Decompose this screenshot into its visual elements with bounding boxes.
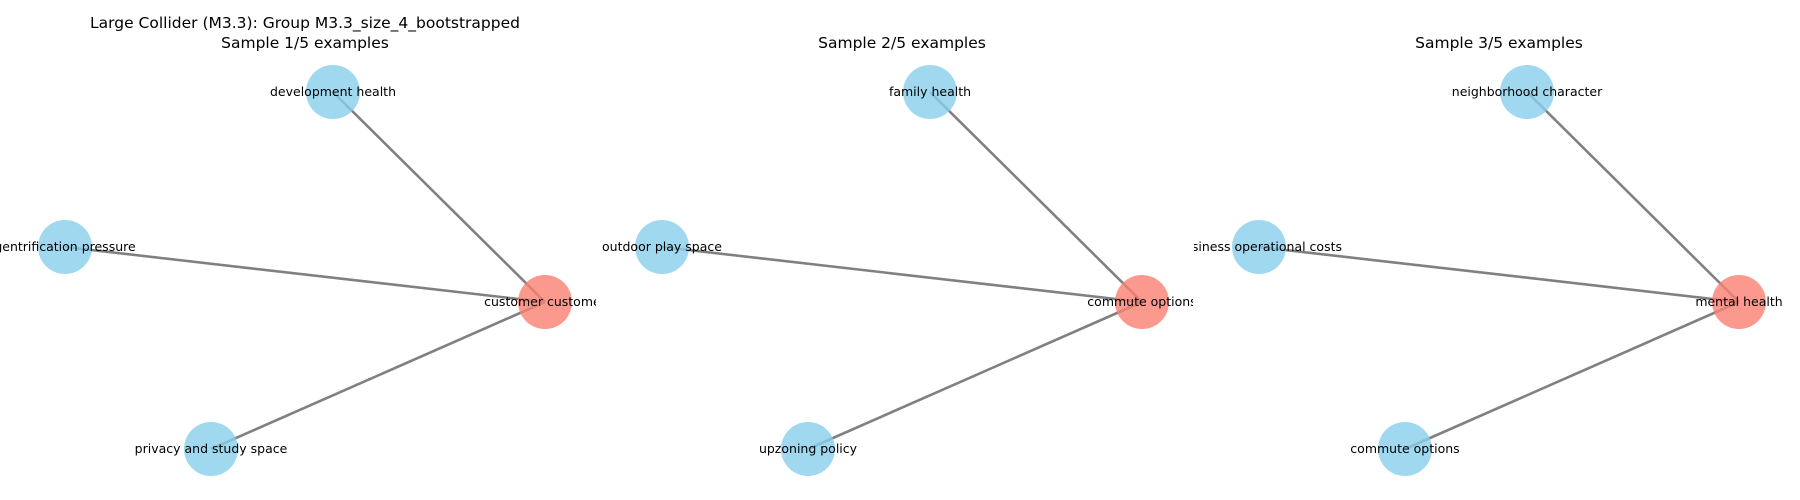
panel-title: Sample 3/5 examples	[1415, 34, 1583, 52]
cause-node	[1232, 220, 1286, 274]
cause-node-label: business operational costs	[1176, 239, 1342, 254]
collider-node-label: commute options	[1087, 294, 1196, 309]
cause-node-label: neighborhood character	[1452, 84, 1603, 99]
cause-node	[184, 422, 238, 476]
edge-3	[807, 300, 1143, 451]
collider-node	[518, 275, 572, 329]
edge-1	[1526, 91, 1740, 303]
panel-1: Sample 1/5 examples development health gen…	[0, 34, 607, 476]
panel-title: Sample 2/5 examples	[818, 34, 986, 52]
panel-3: Sample 3/5 examples neighborhood characte…	[1176, 34, 1783, 476]
collider-node-label: customer customer	[484, 294, 607, 309]
cause-node	[635, 220, 689, 274]
cause-node	[781, 422, 835, 476]
edge-1	[929, 91, 1143, 303]
collider-node	[1115, 275, 1169, 329]
cause-node-label: outdoor play space	[602, 239, 722, 254]
cause-node-label: commute options	[1350, 441, 1459, 456]
cause-node	[903, 65, 957, 119]
cause-node-label: gentrification pressure	[0, 239, 136, 254]
edge-3	[1404, 300, 1740, 451]
panel-2: Sample 2/5 examples family health outdoor …	[602, 34, 1196, 476]
edge-3	[210, 300, 546, 451]
cause-node	[306, 65, 360, 119]
collider-node-label: mental health	[1695, 294, 1782, 309]
cause-node-label: development health	[270, 84, 396, 99]
cause-node	[38, 220, 92, 274]
collider-node	[1712, 275, 1766, 329]
cause-node-label: family health	[889, 84, 971, 99]
panel-title: Sample 1/5 examples	[221, 34, 389, 52]
edge-2	[1258, 245, 1740, 304]
cause-node	[1378, 422, 1432, 476]
cause-node-label: privacy and study space	[135, 441, 288, 456]
figure-title: Large Collider (M3.3): Group M3.3_size_4…	[90, 14, 520, 33]
edge-1	[332, 91, 546, 303]
edge-2	[64, 245, 546, 304]
edge-2	[661, 245, 1143, 304]
cause-node	[1500, 65, 1554, 119]
cause-node-label: upzoning policy	[759, 441, 858, 456]
